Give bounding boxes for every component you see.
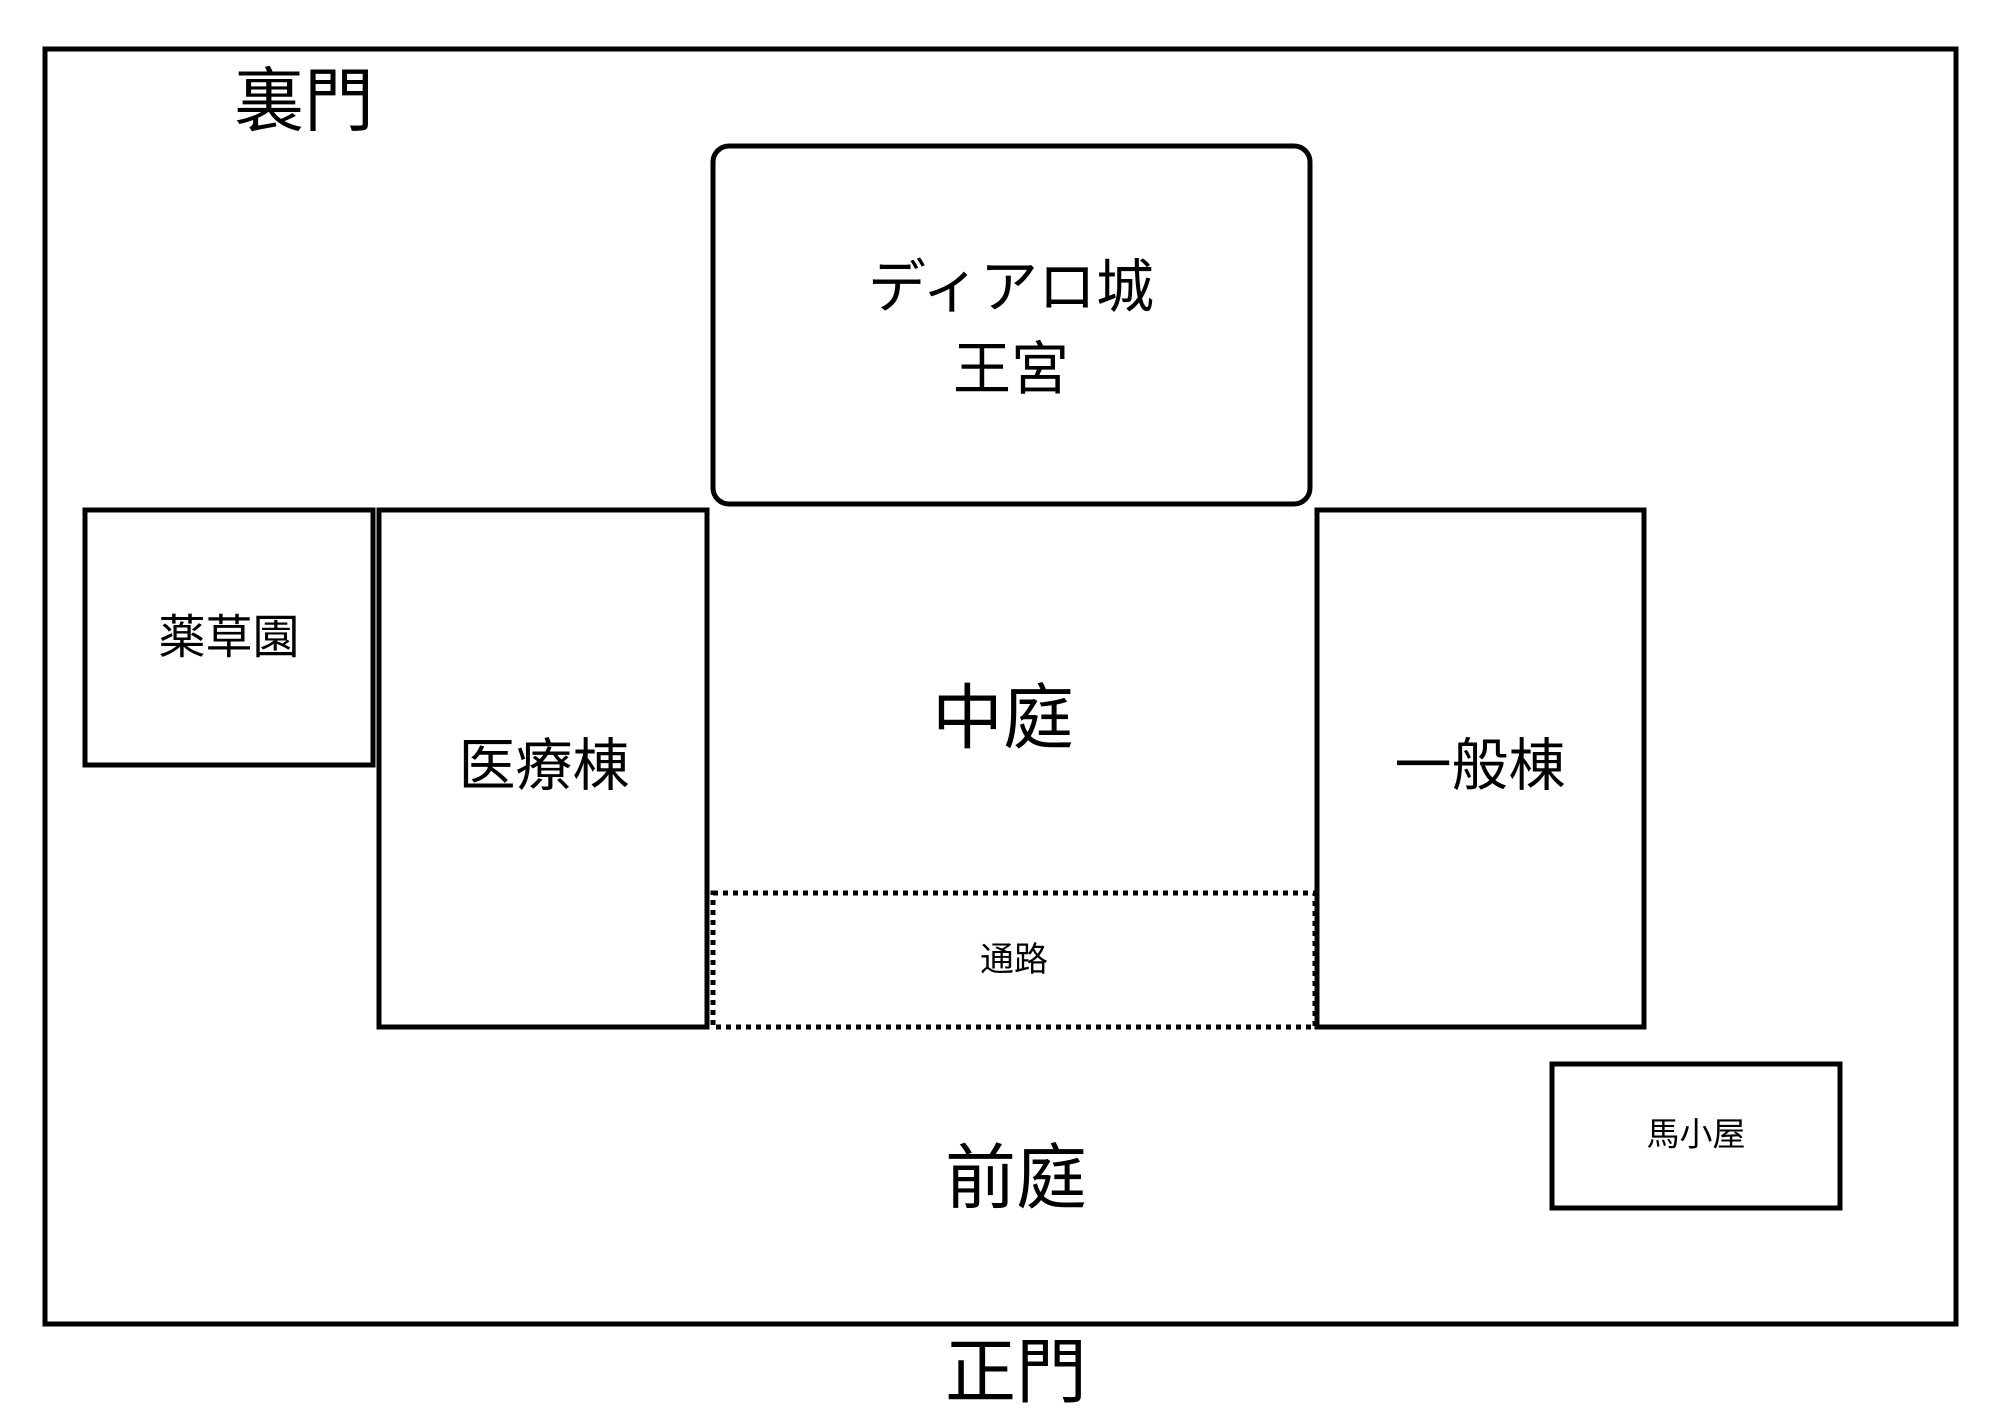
castle-name-label: ディアロ城: [868, 253, 1154, 321]
general-wing-label: 一般棟: [1395, 733, 1566, 799]
medical-wing-label: 医療棟: [459, 733, 630, 799]
palace-label: 王宮: [953, 335, 1069, 403]
stable-label: 馬小屋: [1647, 1115, 1746, 1154]
castle-palace-building: [710, 143, 1313, 507]
passage-label: 通路: [980, 940, 1048, 980]
herb-garden-label: 薬草園: [159, 611, 300, 666]
passage-area: [710, 890, 1318, 1030]
general-wing-building: [1314, 507, 1647, 1030]
back-gate-label: 裏門: [234, 60, 374, 142]
medical-wing-building: [376, 507, 710, 1030]
herb-garden-area: [82, 507, 376, 768]
stable-building: [1549, 1061, 1843, 1211]
front-garden-label: 前庭: [945, 1137, 1087, 1220]
courtyard-label: 中庭: [932, 677, 1074, 760]
main-gate-label: 正門: [945, 1331, 1087, 1414]
grounds-boundary: [42, 46, 1959, 1327]
